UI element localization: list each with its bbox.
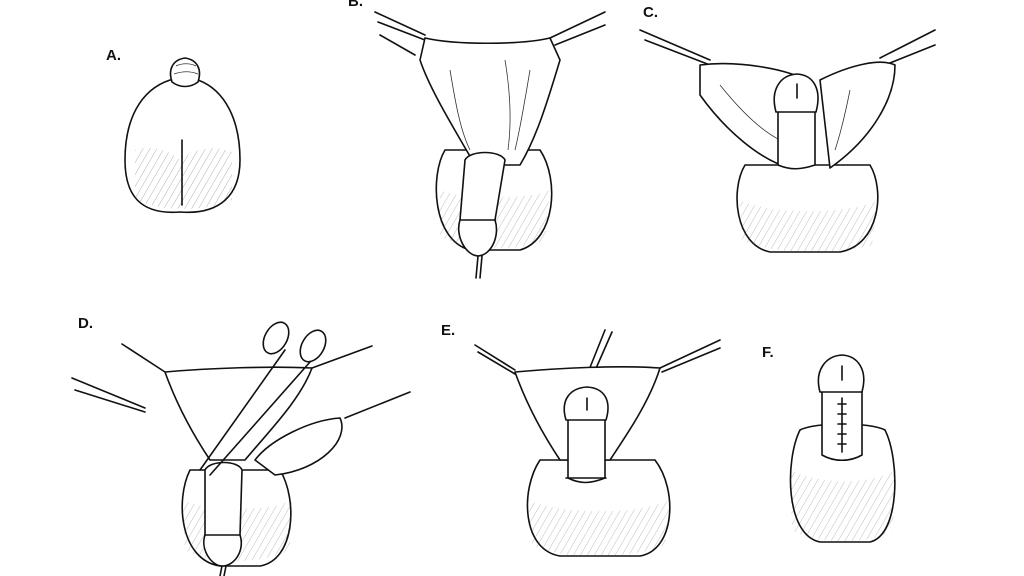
panel-e: E. <box>441 322 721 557</box>
skin-flap <box>164 366 313 461</box>
retractor-left <box>639 29 711 66</box>
panel-c: C. <box>639 4 936 253</box>
retractor-left <box>374 11 426 56</box>
skin-flap-right <box>819 61 896 169</box>
glans <box>817 354 865 393</box>
retractor-left <box>71 343 166 413</box>
retractor-right <box>659 339 721 373</box>
panel-label-e: E. <box>441 322 455 339</box>
panel-b: B. <box>348 0 606 279</box>
panel-label-a: A. <box>106 47 121 64</box>
glans <box>563 386 609 421</box>
dartos-flap <box>254 417 343 476</box>
retractor-left <box>474 344 516 375</box>
panel-d: D. <box>71 315 411 576</box>
suture-line <box>837 397 847 453</box>
panel-label-d: D. <box>78 315 93 332</box>
glans <box>773 73 819 113</box>
panel-f: F. <box>762 344 896 543</box>
panel-label-b: B. <box>348 0 363 10</box>
panel-label-f: F. <box>762 344 774 361</box>
scissors-icon <box>199 321 327 476</box>
panel-label-c: C. <box>643 4 658 21</box>
retractor-right <box>549 11 606 46</box>
catheter <box>475 255 483 279</box>
retractor-right <box>311 345 411 419</box>
panel-a: A. <box>106 47 241 214</box>
skin-flap <box>419 37 561 166</box>
catheter <box>219 565 227 576</box>
penile-shaft <box>777 109 816 170</box>
penile-shaft <box>567 417 606 484</box>
retractor-right <box>879 29 936 66</box>
